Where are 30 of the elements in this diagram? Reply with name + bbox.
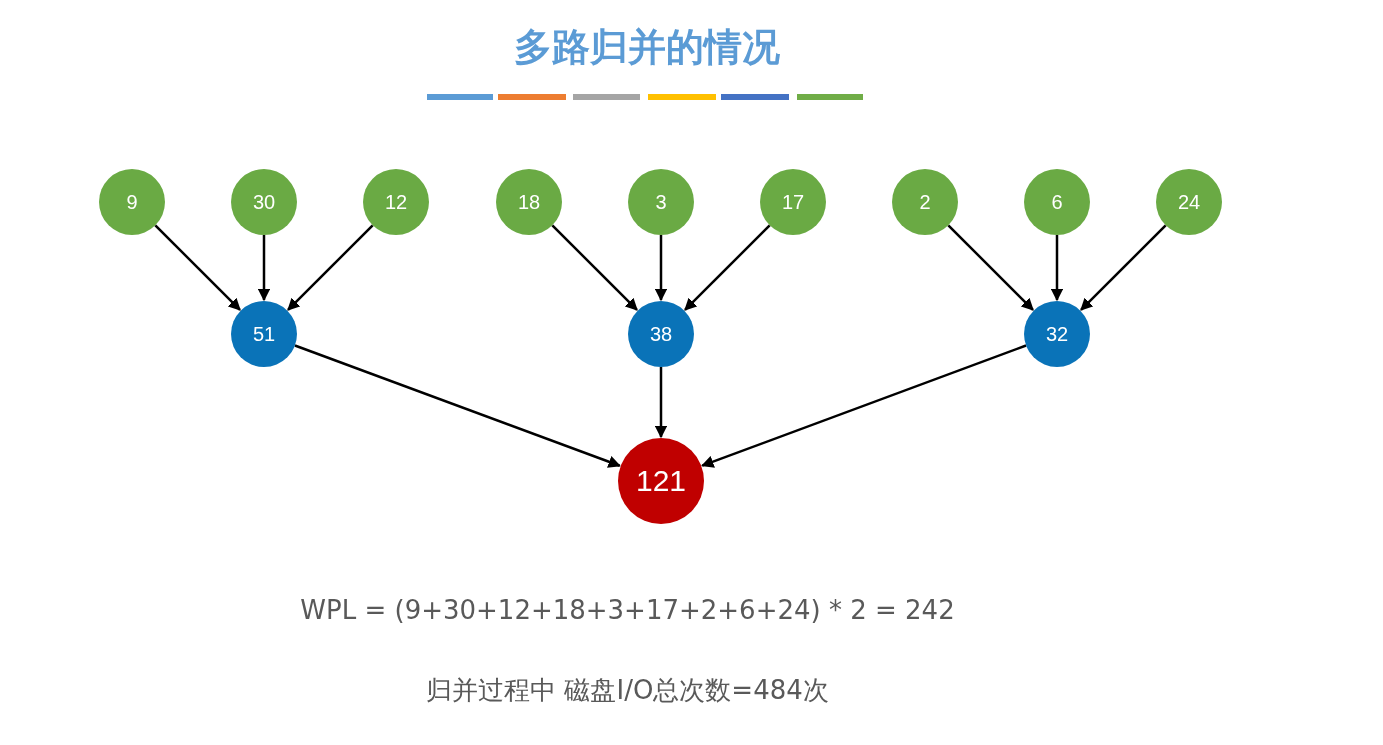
node-value: 121 bbox=[635, 464, 687, 498]
arrow bbox=[654, 367, 668, 439]
arrow bbox=[287, 224, 374, 311]
title: 多路归并的情况 bbox=[512, 24, 781, 71]
merge-node-circle bbox=[1024, 301, 1090, 367]
arrow bbox=[1050, 235, 1064, 302]
node-value: 18 bbox=[517, 190, 541, 214]
arrow bbox=[947, 224, 1034, 311]
node-value: 6 bbox=[1051, 190, 1063, 214]
node-value: 32 bbox=[1045, 322, 1069, 346]
node-value: 30 bbox=[252, 190, 276, 214]
note-text: 归并过程中 磁盘I/O总次数=484次 bbox=[425, 674, 830, 707]
arrow bbox=[154, 224, 241, 311]
merge-node-circle bbox=[628, 301, 694, 367]
node-value: 3 bbox=[655, 190, 667, 214]
arrow bbox=[294, 344, 621, 468]
arrow bbox=[701, 344, 1027, 468]
merge-node-circle bbox=[231, 301, 297, 367]
arrow bbox=[654, 235, 668, 302]
arrow bbox=[551, 224, 638, 311]
node-value: 17 bbox=[781, 190, 805, 214]
node-value: 38 bbox=[649, 322, 673, 346]
node-value: 24 bbox=[1177, 190, 1201, 214]
node-value: 12 bbox=[384, 190, 408, 214]
node-value: 51 bbox=[252, 322, 276, 346]
node-value: 2 bbox=[919, 190, 931, 214]
arrow bbox=[684, 224, 771, 311]
node-value: 9 bbox=[126, 190, 138, 214]
note-text: WPL = (9+30+12+18+3+17+2+6+24) * 2 = 242 bbox=[299, 595, 956, 625]
arrow bbox=[257, 235, 271, 302]
